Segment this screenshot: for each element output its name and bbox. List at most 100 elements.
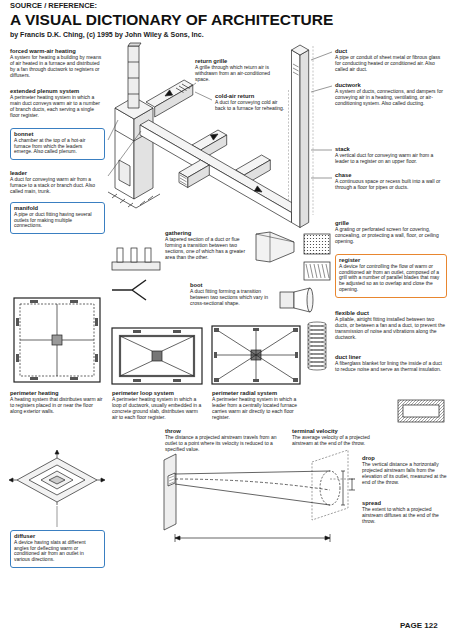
term-heading: manifold — [14, 205, 101, 212]
floor-register — [180, 175, 187, 185]
throw-diagram — [341, 471, 345, 505]
throw-diagram — [175, 479, 330, 490]
diffuser-symbol — [9, 478, 13, 482]
definition-box: manifoldA pipe or duct fitting having se… — [10, 202, 105, 234]
diffuser-symbol — [49, 476, 65, 484]
register-mark — [133, 330, 141, 333]
stack-register — [293, 64, 299, 75]
term-heading: gathering — [165, 230, 250, 237]
gathering-fitting — [256, 232, 294, 262]
definition-text: A continuous space or recess built into … — [335, 179, 447, 191]
perimeter-loop-plan — [112, 328, 202, 384]
term-heading: leader — [10, 170, 105, 177]
leader-line — [57, 52, 332, 527]
register-symbol — [304, 262, 330, 280]
definition-text: The average velocity of a projected airs… — [292, 435, 387, 447]
furnace-door — [119, 160, 130, 186]
leader-duct — [140, 120, 300, 213]
definition-box: diffuserA device having slats at differe… — [10, 530, 105, 568]
definition-box: registerA device for controlling the flo… — [335, 254, 447, 298]
source-note: SOURCE / REFERENCE: — [10, 2, 210, 10]
diffuser-symbol — [41, 471, 73, 489]
chimney — [128, 46, 139, 108]
leader-line — [108, 131, 141, 176]
term-heading: boot — [190, 282, 275, 289]
definition-text: A chamber at the top of a hot-air furnac… — [14, 138, 101, 156]
register-mark — [133, 330, 181, 382]
leader-line — [311, 86, 332, 92]
definition-text: A pipe or duct fitting having several ou… — [14, 212, 101, 230]
throw-diagram — [168, 473, 175, 486]
definition-text: A duct for conveying cold air back to a … — [215, 100, 285, 112]
term-heading: duct — [335, 48, 447, 55]
term-heading: throw — [165, 428, 285, 435]
manifold-fitting — [117, 248, 123, 262]
definition-text: The distance a projected airstream trave… — [165, 435, 285, 453]
register-mark — [16, 354, 19, 362]
gathering-fitting — [256, 232, 294, 262]
term-heading: terminal velocity — [292, 428, 387, 435]
term-heading: forced warm-air heating — [10, 48, 105, 55]
register-mark — [173, 379, 181, 382]
register-mark — [16, 318, 19, 326]
term-heading: spread — [362, 500, 450, 507]
register-mark — [214, 352, 217, 358]
definition-text: A vertical duct for conveying warm air f… — [335, 153, 447, 165]
term-heading: perimeter radial system — [212, 390, 304, 397]
throw-diagram — [349, 479, 355, 490]
perimeter-heating-plan — [20, 304, 94, 376]
flexible-duct-symbol — [308, 362, 326, 366]
leader-line — [108, 120, 118, 140]
boot-fitting — [280, 292, 294, 308]
branch-duct — [188, 165, 210, 188]
flexible-duct-symbol — [308, 354, 326, 358]
definition-text: A perimeter heating system in which a ma… — [10, 95, 105, 119]
perimeter-radial-plan — [217, 330, 295, 380]
definition-text: A pliable, airtight fitting installed be… — [335, 317, 447, 341]
cold-air-return-duct — [155, 85, 193, 117]
leader-line — [311, 178, 332, 179]
perimeter-loop-plan — [152, 351, 162, 361]
term-heading: chase — [335, 172, 447, 179]
duct-liner-symbol — [398, 400, 444, 422]
perimeter-loop-plan — [112, 328, 202, 384]
register-mark — [70, 300, 78, 303]
leader-line — [195, 92, 212, 100]
manifold-fitting — [131, 248, 137, 262]
register-mark — [16, 300, 98, 380]
flexible-duct-symbol — [308, 322, 326, 326]
manifold-fitting — [112, 262, 160, 270]
grille-symbol — [304, 234, 330, 254]
definition-text: A heating system that distributes warm a… — [10, 397, 105, 415]
perimeter-heating-plan — [52, 335, 62, 345]
flexible-duct-symbol — [308, 326, 326, 330]
term-heading: diffuser — [14, 533, 101, 540]
perimeter-loop-plan — [120, 336, 194, 376]
term-heading: register — [339, 257, 443, 264]
term-heading: ductwork — [335, 82, 447, 89]
airflow-arrow — [165, 90, 173, 96]
throw-diagram — [164, 454, 176, 530]
term-heading: perimeter loop system — [112, 390, 204, 397]
definition-text: A grating or perforated screen for cover… — [335, 227, 447, 245]
throw-diagram — [175, 534, 330, 542]
stack-duct — [300, 50, 309, 228]
airflow-arrow — [210, 134, 218, 140]
definition-text: A device for controlling the flow of war… — [339, 264, 443, 293]
definition-text: A perimeter heating system in which a le… — [212, 397, 304, 421]
return-grille — [176, 84, 190, 93]
throw-diagram — [175, 471, 330, 505]
definition-text: A grille through which return air is wit… — [195, 65, 285, 83]
diffuser-symbol — [101, 478, 105, 482]
throw-diagram — [312, 450, 348, 520]
flexible-duct-symbol — [308, 346, 326, 350]
flexible-duct-symbol — [308, 338, 326, 342]
register-symbol — [306, 264, 329, 278]
boot-fitting — [307, 288, 313, 312]
register-mark — [295, 352, 298, 358]
term-heading: stack — [335, 146, 447, 153]
gathering-fitting — [256, 232, 294, 262]
term-heading: drop — [362, 455, 450, 462]
branch-duct — [179, 173, 188, 188]
